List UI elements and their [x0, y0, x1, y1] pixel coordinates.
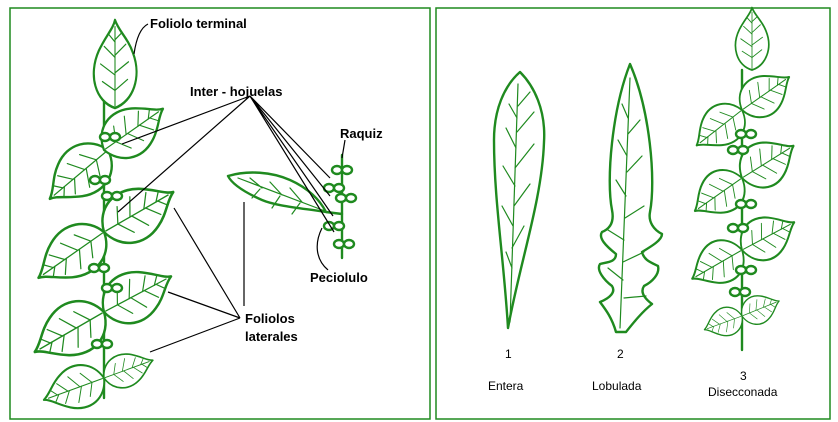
leaf-entera: [494, 72, 544, 328]
label-foliolos: Foliolos: [245, 311, 295, 326]
leaf-lobulada: [599, 64, 662, 332]
type-name-lobulada: Lobulada: [592, 379, 642, 393]
leaflet-detail: [228, 155, 356, 258]
type-number-3: 3: [740, 369, 747, 383]
compound-leaf: [22, 20, 187, 420]
label-laterales: laterales: [245, 329, 298, 344]
type-number-1: 1: [505, 347, 512, 361]
label-inter-hojuelas: Inter - hojuelas: [190, 84, 282, 99]
type-number-2: 2: [617, 347, 624, 361]
label-foliolo-terminal: Foliolo terminal: [150, 16, 247, 31]
label-raquiz: Raquiz: [340, 126, 383, 141]
type-name-disecconada: Disecconada: [708, 385, 778, 399]
leaf-disecconada: [681, 8, 805, 350]
left-panel-frame: [10, 8, 430, 419]
type-name-entera: Entera: [488, 379, 524, 393]
label-peciolulo: Peciolulo: [310, 270, 368, 285]
